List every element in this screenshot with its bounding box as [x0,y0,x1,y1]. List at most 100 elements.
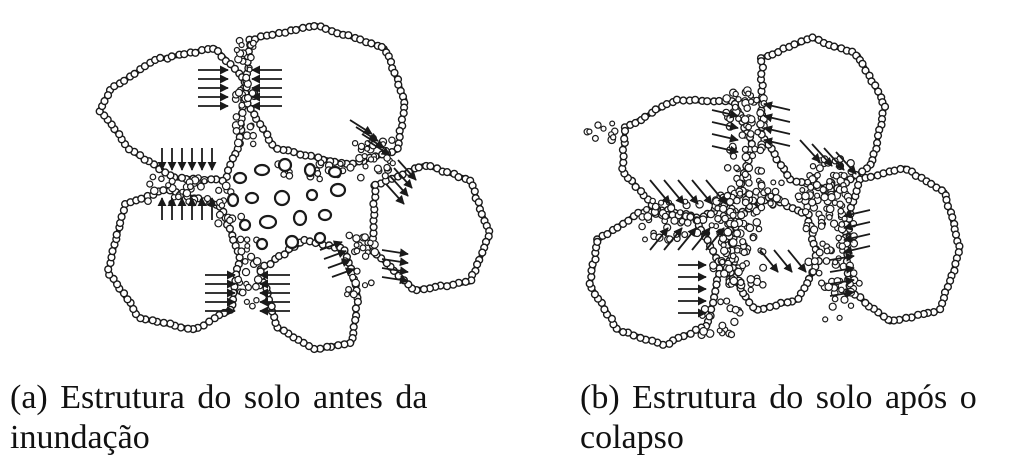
clay-particle [753,219,760,226]
pore [234,173,246,183]
clay-particle [238,248,245,255]
clay-particle [113,231,120,238]
clay-particle [746,124,752,130]
clay-particle [269,31,276,38]
clay-particle [389,137,395,143]
clay-particle [427,163,434,170]
clay-particle [729,332,735,338]
clay-particle [734,230,741,237]
clay-particle [706,314,712,320]
clay-particle [251,141,256,146]
clay-particle [371,249,378,256]
clay-particle [731,318,738,325]
clay-particle [352,279,359,286]
pore [228,194,238,206]
clay-particle [368,157,373,162]
clay-particle [811,226,818,233]
clay-particle [747,276,754,283]
clay-particle [713,281,720,288]
clay-particle [725,165,731,171]
clay-particle [726,265,733,272]
clay-particle [253,283,260,290]
clay-particle [311,23,318,30]
clay-particle [700,328,708,336]
clay-particle [757,121,764,128]
clay-particle [724,228,732,236]
clay-particle [717,328,722,333]
pore [279,159,291,171]
clay-particle [740,239,746,245]
clay-particle [818,223,824,229]
clay-particle [390,161,395,166]
clay-particle [396,134,403,141]
clay-particle [198,183,205,190]
clay-particle [238,120,244,126]
clay-particle [354,243,359,248]
clay-particle [758,182,765,189]
clay-particle [601,126,606,131]
clay-particle [593,136,599,142]
clay-particle [758,204,764,210]
clay-particle [249,90,255,96]
clay-particle [335,342,342,349]
clay-particle [715,216,721,222]
clay-particle [455,174,462,181]
clay-particle [374,165,381,172]
clay-particle [215,220,222,227]
clay-particle [784,299,791,306]
clay-particle [235,276,242,283]
clay-particle [227,225,234,232]
clay-particle [779,180,784,185]
clay-particle [242,269,249,276]
clay-particle [360,245,366,251]
clay-particle [727,199,734,206]
clay-particle [746,191,753,198]
clay-particle [757,197,764,204]
clay-particle [239,102,245,108]
clay-particle [250,303,256,309]
clay-particle [735,268,742,275]
clay-particle [255,276,262,283]
clay-particle [233,114,239,120]
clay-particle [250,133,256,139]
clay-particle [239,43,244,48]
clay-particle [592,256,599,263]
clay-particle [363,283,368,288]
clay-particle [732,306,739,313]
clay-particle [474,261,481,268]
clay-particle [281,172,287,178]
clay-particle [831,43,838,50]
clay-particle [791,41,798,48]
clay-particle [145,198,152,205]
clay-particle [810,269,816,275]
clay-particle [247,124,253,130]
clay-particle [471,188,478,195]
clay-particle [243,74,250,81]
clay-particle [758,71,765,78]
clay-particle [810,164,815,169]
clay-particle [754,97,760,103]
clay-particle [118,213,125,220]
clay-particle [239,289,246,296]
clay-particle [701,306,708,313]
clay-particle [368,40,375,47]
clay-particle [805,179,811,185]
panel-a-diagram [96,23,492,353]
clay-particle [345,32,352,39]
clay-particle [358,174,365,181]
clay-particle [649,337,656,344]
clay-particle [219,203,224,208]
clay-particle [760,282,766,288]
clay-particle [370,200,377,207]
clay-particle [620,153,627,160]
clay-particle [736,180,743,187]
clay-particle [837,315,842,320]
clay-particle [846,198,851,203]
clay-particle [748,287,753,292]
clay-particle [621,135,628,142]
clay-particle [166,183,171,188]
pore [286,236,298,248]
clay-particle [816,249,823,256]
clay-particle [149,317,156,324]
clay-particle [851,240,858,247]
